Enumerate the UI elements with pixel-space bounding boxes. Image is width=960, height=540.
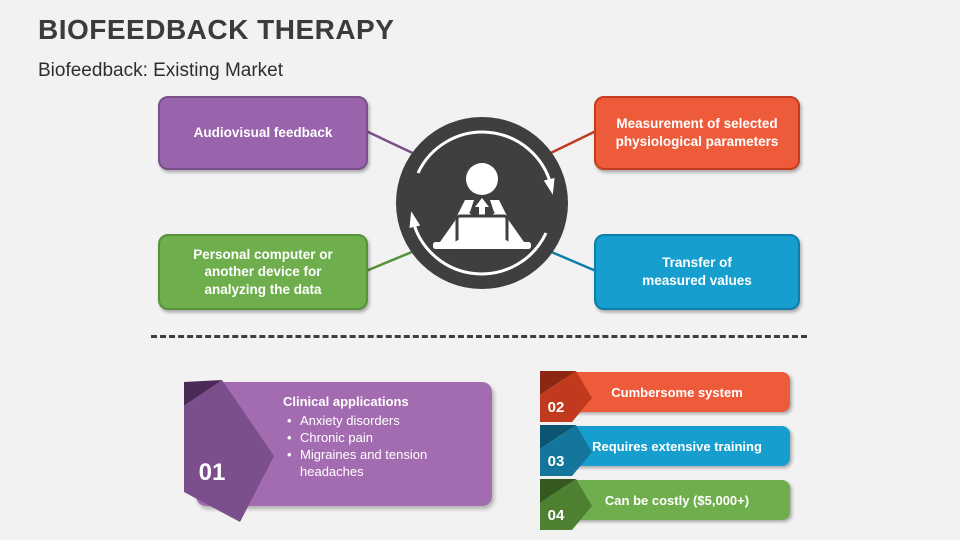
- ribbon-body: [184, 380, 274, 522]
- person-at-computer-icon: [396, 117, 568, 289]
- node-label: Personal computer or another device for …: [193, 246, 333, 297]
- node-personal-computer: Personal computer or another device for …: [158, 234, 368, 310]
- cycle-arrows-icon: [409, 130, 555, 276]
- ribbon-number-01: 01: [184, 380, 274, 522]
- drawback-label: Cumbersome system: [611, 384, 743, 400]
- person-laptop-glyph: [433, 163, 531, 249]
- ribbon-number-label: 02: [548, 399, 565, 416]
- drawback-costly: Can be costly ($5,000+): [564, 480, 790, 520]
- ribbon-body: [540, 425, 592, 476]
- node-measurement-parameters: Measurement of selected physiological pa…: [594, 96, 800, 170]
- ribbon-body: [540, 371, 592, 422]
- drawback-extensive-training: Requires extensive training: [564, 426, 790, 466]
- clinical-bullet: Migraines and tension headaches: [287, 446, 480, 480]
- page-subtitle: Biofeedback: Existing Market: [38, 60, 284, 81]
- node-label: Transfer of measured values: [642, 255, 752, 288]
- ribbon-number-02: 02: [540, 371, 592, 422]
- drawback-label: Can be costly ($5,000+): [604, 492, 750, 508]
- drawback-label: Requires extensive training: [592, 438, 762, 454]
- node-audiovisual-feedback: Audiovisual feedback: [158, 96, 368, 170]
- ribbon-number-03: 03: [540, 425, 592, 476]
- ribbon-number-label: 04: [548, 507, 565, 524]
- node-label: Audiovisual feedback: [193, 125, 333, 141]
- dashed-divider: [151, 335, 807, 338]
- drawback-cumbersome-system: Cumbersome system: [564, 372, 790, 412]
- ribbon-body: [540, 479, 592, 530]
- ribbon-number-04: 04: [540, 479, 592, 530]
- ribbon-number-label: 01: [199, 459, 226, 486]
- clinical-bullet-list: Anxiety disorders Chronic pain Migraines…: [283, 412, 480, 481]
- clinical-heading: Clinical applications: [283, 394, 409, 409]
- page-title: BIOFEEDBACK THERAPY: [38, 14, 395, 45]
- clinical-bullet: Anxiety disorders: [287, 412, 480, 429]
- clinical-bullet: Chronic pain: [287, 429, 480, 446]
- node-transfer-values: Transfer of measured values: [594, 234, 800, 310]
- node-label: Measurement of selected physiological pa…: [615, 116, 779, 149]
- ribbon-number-label: 03: [548, 453, 565, 470]
